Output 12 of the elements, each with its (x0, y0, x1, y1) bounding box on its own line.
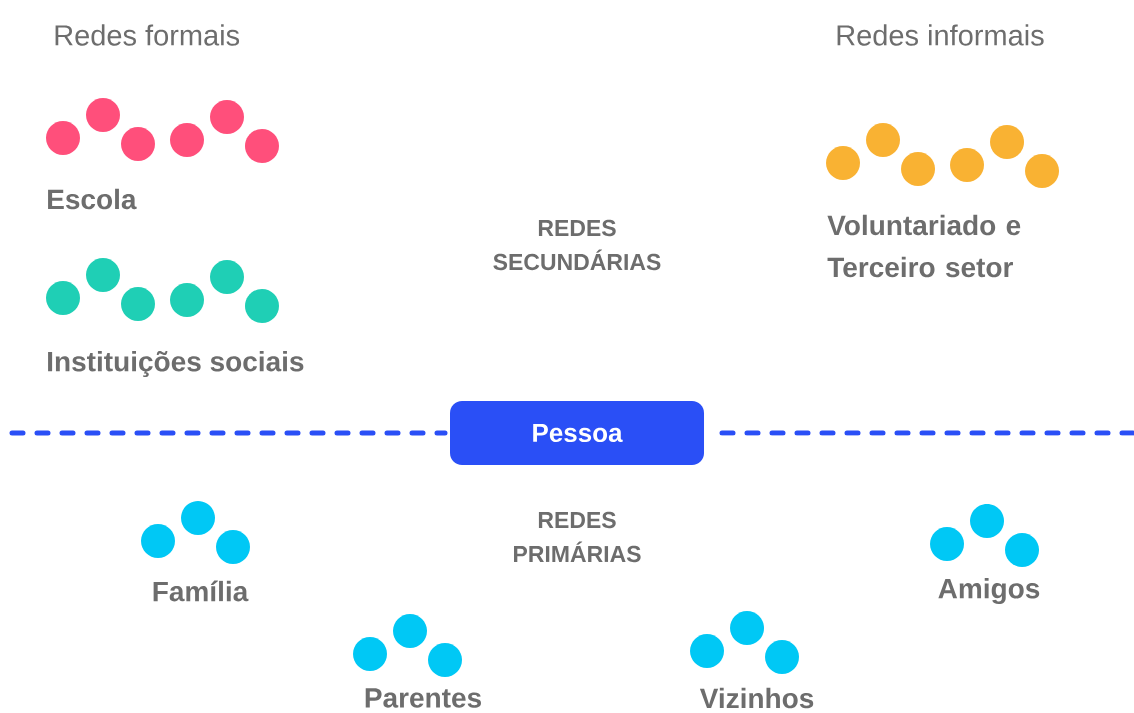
network-label: Família (153, 580, 249, 602)
network-label: Vizinhos (699, 687, 814, 709)
network-label: Escola (48, 188, 137, 210)
network-label: Voluntariado e Terceiro setor (827, 214, 1021, 278)
network-label: Parentes (365, 688, 481, 708)
section-label: REDES PRIMÁRIAS (514, 511, 641, 563)
heading: Redes formais (55, 24, 240, 46)
section-label: REDES SECUNDÁRIAS (493, 219, 661, 271)
person-box: Pessoa (450, 401, 704, 465)
heading: Redes informais (837, 24, 1044, 46)
network-label: Instituições sociais (48, 350, 304, 378)
network-label: Amigos (938, 577, 1040, 605)
